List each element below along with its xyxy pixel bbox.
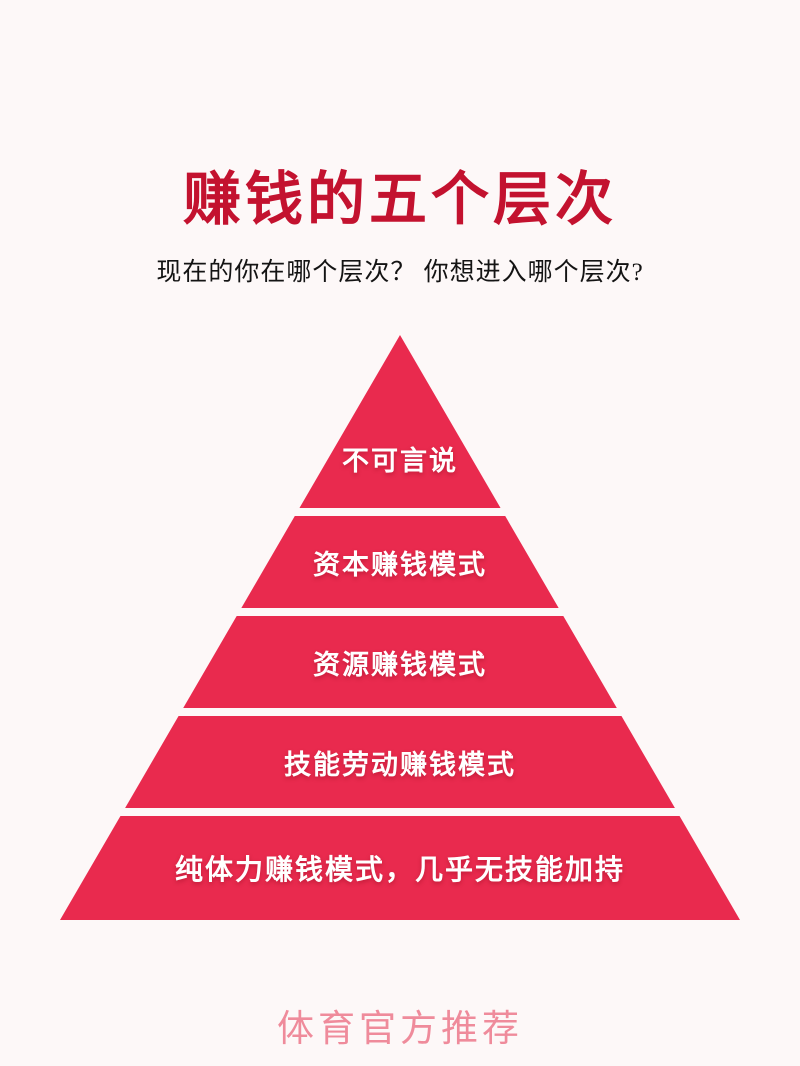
- pyramid-level-5-label: 纯体力赚钱模式，几乎无技能加持: [174, 854, 625, 885]
- page-title: 赚钱的五个层次: [182, 167, 617, 232]
- pyramid-level-2-label: 资本赚钱模式: [313, 549, 487, 580]
- pyramid-level-4-label: 技能劳动赚钱模式: [284, 749, 516, 780]
- pyramid-diagram: 不可言说 资本赚钱模式 资源赚钱模式 技能劳动赚钱模式 纯体力赚钱模式，几乎无技…: [60, 335, 740, 920]
- pyramid-level-3-label: 资源赚钱模式: [313, 649, 487, 680]
- watermark-text: 体育官方推荐: [277, 1009, 523, 1050]
- pyramid-level-5: 纯体力赚钱模式，几乎无技能加持: [60, 816, 740, 920]
- pyramid-level-1: 不可言说: [60, 335, 740, 508]
- page-subtitle: 现在的你在哪个层次？ 你想进入哪个层次?: [156, 259, 644, 286]
- pyramid-level-2: 资本赚钱模式: [60, 516, 740, 608]
- pyramid-level-4: 技能劳动赚钱模式: [60, 716, 740, 808]
- pyramid-level-3: 资源赚钱模式: [60, 616, 740, 708]
- pyramid-level-1-label: 不可言说: [342, 446, 458, 476]
